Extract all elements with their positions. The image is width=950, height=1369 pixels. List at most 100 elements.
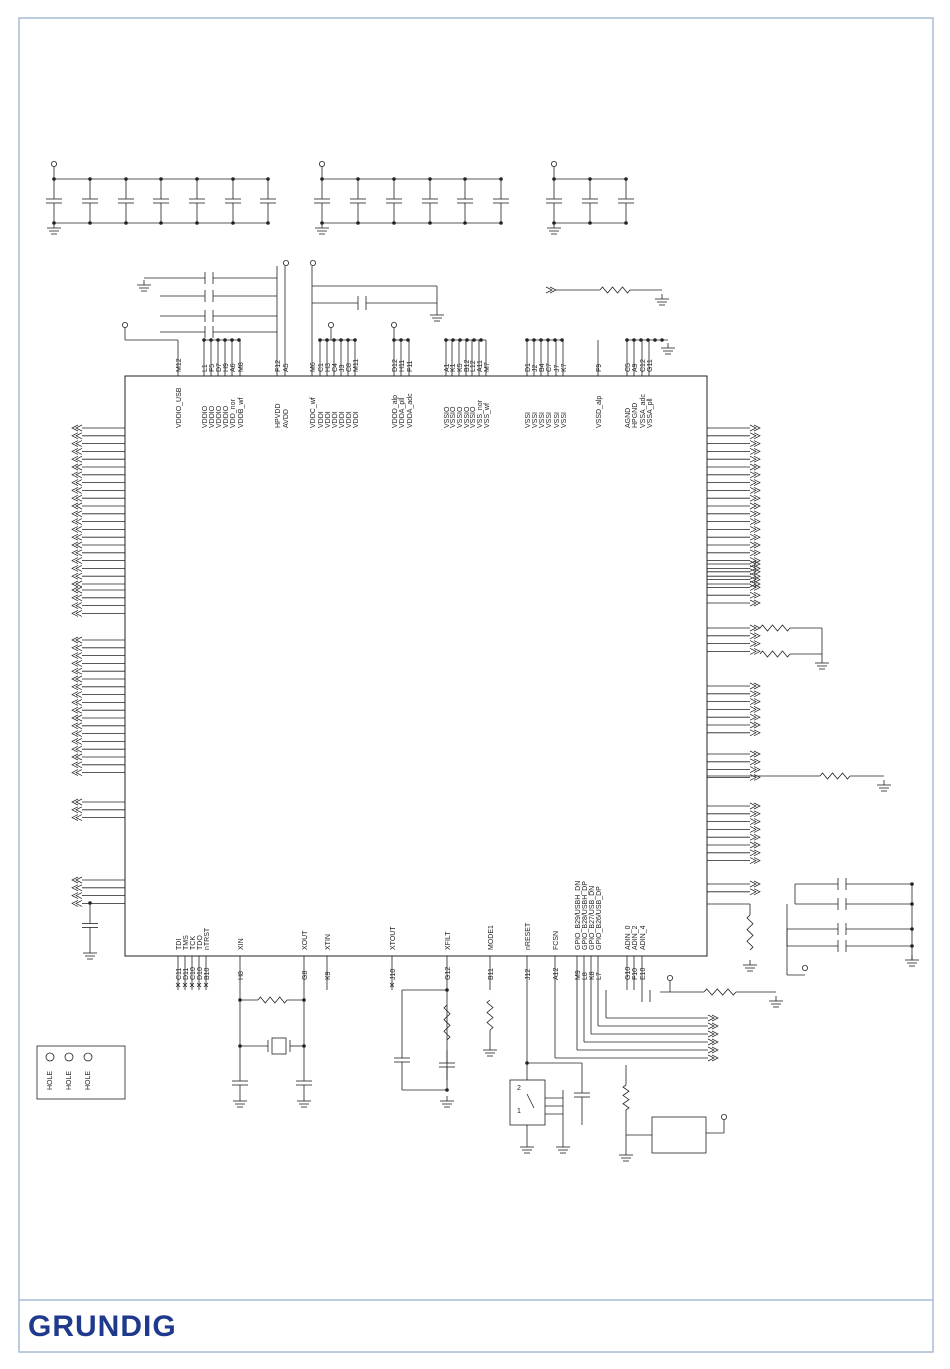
net-port-marker [749,713,761,721]
ic-top-pin-number: F5 [209,364,216,372]
ic-bottom-pin-number: H8 [238,971,245,980]
ic-bottom-pin-name: XOUT [302,930,309,950]
junction-dot [223,338,227,342]
net-port-marker [749,533,761,541]
ic-top-pin-name: VSSI [546,412,553,428]
ic-bottom-pin-name: nTRST [204,927,211,950]
ic-top-pin-name: VDDB_wf [238,398,245,428]
junction-dot [356,221,360,225]
junction-dot [88,221,92,225]
net-port-marker [71,448,83,455]
net-port-marker [71,526,83,533]
supply-terminal [51,160,58,167]
sheet-border [18,17,934,1353]
net-port-marker [749,632,761,640]
net-port-marker [71,706,83,714]
net-port-marker [749,526,761,533]
ic-top-pin-number: F11 [407,360,414,372]
net-port-marker [71,580,83,588]
net-port-marker [749,518,761,525]
mounting-hole-label: HOLE [47,1071,54,1090]
net-port-marker [71,533,83,541]
net-port-marker [71,892,83,899]
junction-dot [588,221,592,225]
net-port-marker [707,1014,719,1022]
ic-top-pin-number: A11 [477,360,484,372]
net-port-marker [749,487,761,494]
resistor [622,1084,630,1111]
junction-dot [653,338,657,342]
ic-top-pin-number: C12 [640,359,647,372]
net-port-marker [749,690,761,698]
net-port-marker [749,766,761,773]
ic-bottom-pin-number: F10 [632,968,639,980]
mounting-hole-icon [45,1052,55,1062]
ic-top-pin-name: VDDIO [209,405,216,428]
no-connect-mark [203,982,209,988]
ic-top-pin-name: VDDIO [223,405,230,428]
no-connect-mark [182,982,188,988]
supply-terminal [390,321,397,328]
net-port-marker [71,660,83,667]
supply-terminal [551,160,558,167]
net-port-marker [749,424,761,432]
supply-terminal [721,1114,728,1121]
net-port-marker [71,876,83,884]
ic-top-pin-number: A9 [632,363,639,372]
ic-top-pin-number: A1 [444,363,451,372]
net-port-marker [749,802,761,810]
junction-dot [539,338,543,342]
junction-dot [318,338,322,342]
ic-top-pin-name: VDDA_pll [399,397,406,428]
ic-bottom-pin-number: K9 [325,971,332,980]
ic-top-pin-name: VDDC_wf [310,397,317,428]
net-port-marker [749,494,761,502]
net-port-marker [71,745,83,753]
junction-dot [124,221,128,225]
net-port-marker [749,880,761,888]
net-port-marker [749,568,761,576]
ic-top-pin-name: HPVDD [275,403,282,428]
junction-dot [159,221,163,225]
ic-top-pin-number: B12 [464,359,471,372]
ic-top-pin-name: VDDIO_USB [176,387,183,428]
net-port-marker [71,494,83,502]
ic-top-pin-name: VDDI [346,411,353,428]
ic-top-pin-name: VDDIO [216,405,223,428]
ic-top-pin-name: VDDI [332,411,339,428]
mounting-hole-label: HOLE [85,1071,92,1090]
net-port-marker [71,769,83,776]
net-port-marker [71,586,83,594]
ic-top-pin-number: F9 [596,364,603,372]
switch-contact [526,1093,535,1109]
no-connect-mark [189,982,195,988]
net-port-marker [749,448,761,455]
net-port-marker [71,714,83,722]
net-port-marker [749,721,761,729]
ic-bottom-pin-name: TDI [176,939,183,950]
ic-top-pin-number: M6 [310,362,317,372]
junction-dot [339,338,343,342]
junction-dot [451,338,455,342]
net-port-marker [71,636,83,644]
net-port-marker [749,432,761,440]
ic-top-pin-name: VSS_wf [484,403,491,428]
mounting-hole-icon [83,1052,93,1062]
net-port-marker [749,510,761,518]
net-port-marker [71,432,83,440]
ic-body [124,375,708,957]
net-port-marker [749,576,761,583]
junction-dot [444,338,448,342]
net-port-marker [749,549,761,557]
net-port-marker [749,572,761,580]
net-port-marker [71,761,83,769]
ic-top-pin-number: A6 [230,363,237,372]
ic-top-pin-number: D7 [216,363,223,372]
ic-top-pin-number: C4 [332,363,339,372]
junction-dot [202,338,206,342]
junction-dot [209,338,213,342]
ic-top-pin-number: M8 [238,362,245,372]
ic-bottom-pin-number: B10 [204,967,211,980]
